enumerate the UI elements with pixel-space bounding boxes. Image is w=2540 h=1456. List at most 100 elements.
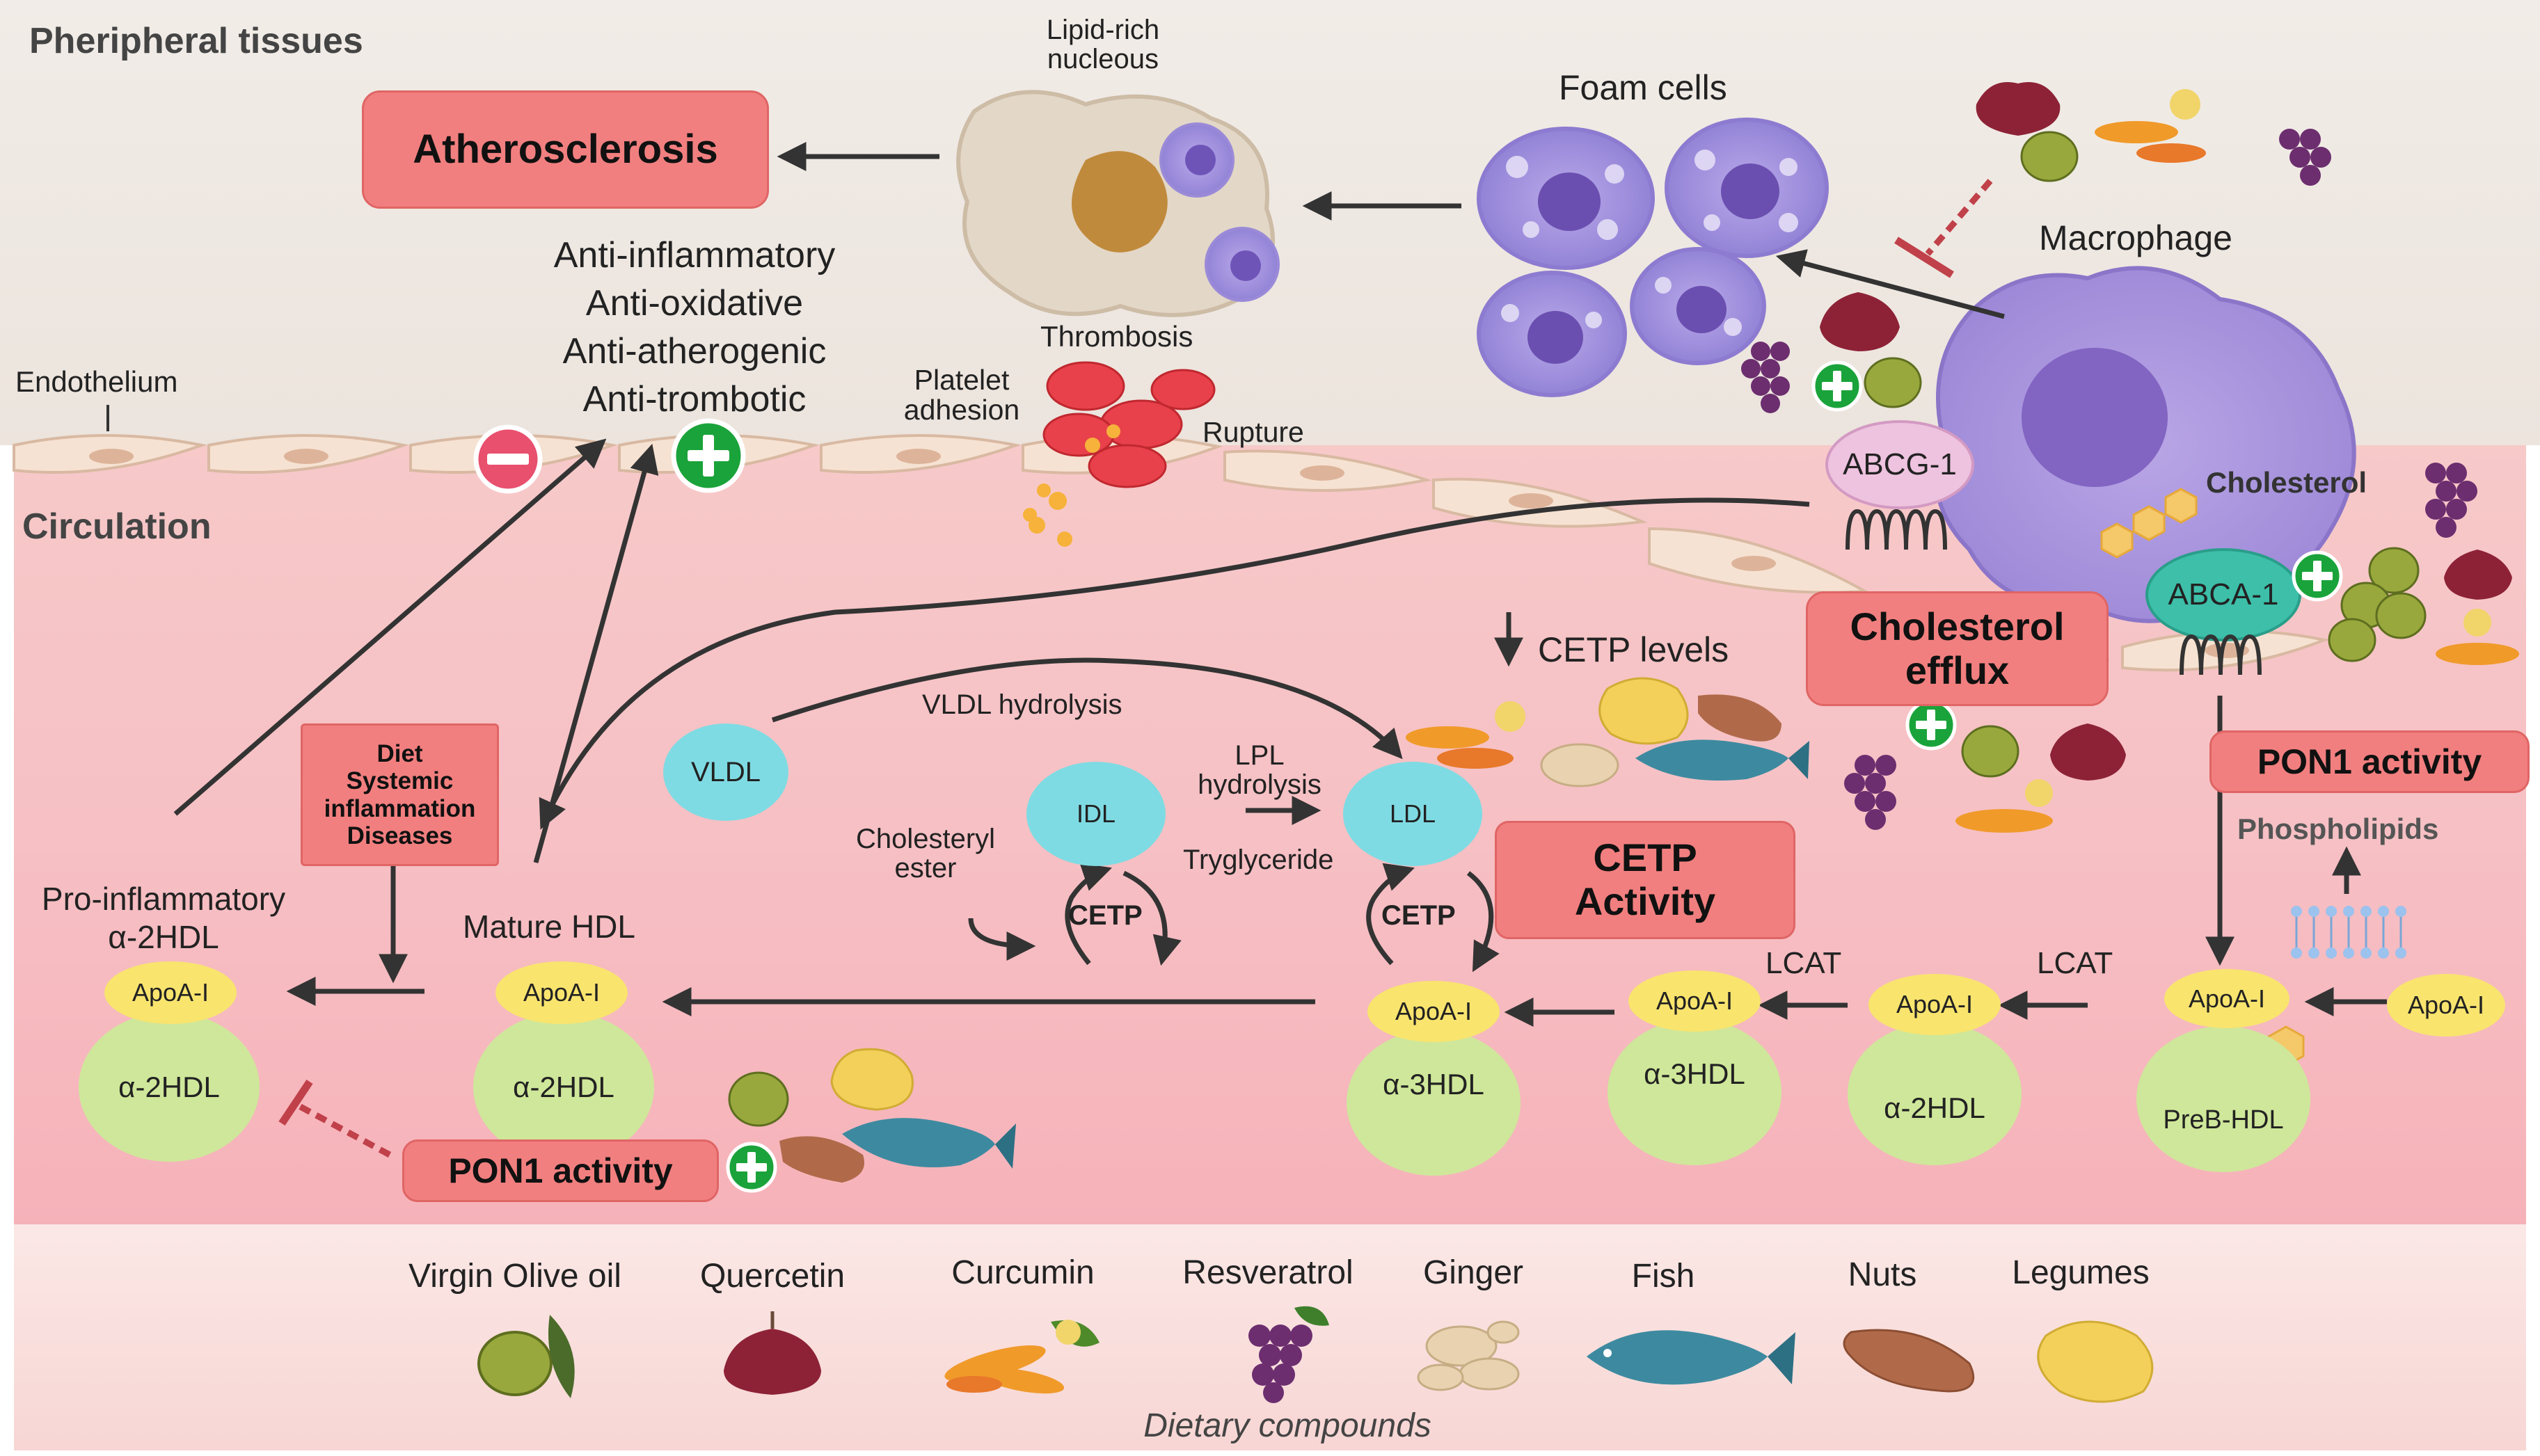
- ginger-icon: [1417, 1320, 1520, 1391]
- cholesteryl-line-2: ester: [894, 853, 957, 883]
- cholesterol-label: Cholesterol: [2206, 466, 2367, 499]
- lcat-label-1: LCAT: [1765, 946, 1842, 980]
- plus-badge-abca1: [2292, 550, 2343, 602]
- lipid-rich-line-1: Lipid-rich: [1046, 15, 1160, 45]
- cetp-activity-line-2: Activity: [1574, 879, 1716, 923]
- diet-item-resveratrol: Resveratrol: [1182, 1254, 1354, 1291]
- cholesterol-efflux-line-2: efflux: [1905, 648, 2010, 692]
- apoa-label: ApoA-I: [1656, 986, 1733, 1015]
- circulation-label: Circulation: [22, 506, 212, 547]
- lipid-rich-line-2: nucleous: [1047, 44, 1159, 74]
- alpha2-hdl-right-text: α-2HDL: [1884, 1091, 1985, 1124]
- preb-hdl-text: PreB-HDL: [2163, 1105, 2284, 1135]
- ldl-particle: LDL: [1343, 762, 1482, 866]
- flow-arrows: [173, 142, 2387, 1027]
- phospholipid-bilayer: [2295, 911, 2402, 953]
- pro-inflammatory-line-2: α-2HDL: [108, 919, 219, 956]
- lpl-line-1: LPL: [1235, 740, 1285, 771]
- peripheral-tissues-label: Pheripheral tissues: [29, 21, 363, 61]
- alpha3-hdl-right-text: α-3HDL: [1644, 1057, 1745, 1090]
- property-anti-trombotic: Anti-trombotic: [582, 379, 807, 420]
- cetp-levels-foods: [1406, 677, 1809, 787]
- property-anti-oxidative: Anti-oxidative: [585, 283, 804, 324]
- apoa-mature: ApoA-I: [495, 961, 628, 1024]
- foam-cells-label: Foam cells: [1559, 68, 1727, 107]
- abcg1-receptor: [1825, 420, 1974, 509]
- mature-hdl-particle: α-2HDL: [473, 1012, 654, 1162]
- abcg1-coil: [1846, 509, 1947, 550]
- minus-badge: [473, 424, 543, 494]
- alpha3-hdl-left-text: α-3HDL: [1383, 1068, 1484, 1101]
- mature-hdl-text: α-2HDL: [513, 1070, 614, 1103]
- diet-item-fish: Fish: [1631, 1258, 1695, 1295]
- pro-inflammatory-hdl-particle: α-2HDL: [79, 1012, 260, 1162]
- atherosclerosis-box: Atherosclerosis: [362, 90, 769, 209]
- vldl-hydrolysis-label: VLDL hydrolysis: [922, 689, 1122, 720]
- phospholipid-heads: [2291, 906, 2406, 959]
- atherosclerosis-text: Atherosclerosis: [413, 126, 718, 172]
- pon1-activity-right-box: PON1 activity: [2209, 730, 2530, 793]
- lpl-hydrolysis-label: LPL hydrolysis: [1198, 741, 1321, 799]
- free-apoa-label: ApoA-I: [2407, 991, 2485, 1019]
- apoa-label: ApoA-I: [1896, 990, 1974, 1018]
- top-right-foods: [1976, 82, 2331, 186]
- lipid-rich-label: Lipid-rich nucleous: [1047, 15, 1159, 74]
- lcat-label-2: LCAT: [2037, 946, 2113, 980]
- idl-particle: IDL: [1026, 762, 1166, 866]
- platelet-line-2: adhesion: [903, 394, 1020, 426]
- plus-badge-macrophage: [1811, 360, 1863, 412]
- alpha3-hdl-right-particle: α-3HDL: [1608, 1019, 1781, 1165]
- cholesteryl-ester-label: Cholesteryl ester: [856, 824, 995, 883]
- diet-item-virgin-olive-oil: Virgin Olive oil: [408, 1258, 621, 1295]
- inhibition-lines: [278, 179, 1993, 1158]
- cetp-left-label: CETP: [1068, 900, 1143, 931]
- lipid-rich-plaque: [956, 90, 1280, 317]
- diet-line-3: inflammation: [324, 794, 476, 822]
- apoa-alpha3-left: ApoA-I: [1367, 981, 1500, 1042]
- nut-icon: [1843, 1329, 1975, 1393]
- plus-badge-efflux: [1905, 699, 1957, 751]
- turmeric-icon: [944, 1320, 1100, 1394]
- apoa-pro-inflammatory: ApoA-I: [104, 961, 237, 1024]
- mature-hdl-label: Mature HDL: [463, 909, 635, 945]
- onion-icon: [724, 1311, 821, 1395]
- grape-icon: [1248, 1306, 1329, 1403]
- cetp-activity-box: CETP Activity: [1495, 821, 1795, 939]
- alpha2-hdl-right-particle: α-2HDL: [1848, 1023, 2022, 1165]
- macrophage-label: Macrophage: [2039, 218, 2232, 257]
- abcg1-label: ABCG-1: [1843, 447, 1957, 481]
- cholesterol-efflux-line-1: Cholesterol: [1850, 604, 2065, 648]
- cholesterol-efflux-box: Cholesterol efflux: [1806, 591, 2109, 706]
- tryglyceride-label: Tryglyceride: [1183, 845, 1334, 875]
- apoa-label: ApoA-I: [2188, 984, 2266, 1013]
- abca1-label: ABCA-1: [2168, 577, 2279, 611]
- diet-line-2: Systemic: [346, 767, 454, 795]
- apoa-label: ApoA-I: [132, 978, 209, 1007]
- diet-inflammation-box: Diet Systemic inflammation Diseases: [301, 723, 499, 866]
- pon1-activity-right-text: PON1 activity: [2257, 742, 2482, 781]
- platelets: [1023, 424, 1120, 547]
- free-apoa: ApoA-I: [2387, 974, 2505, 1037]
- cetp-activity-line-1: CETP: [1593, 835, 1697, 880]
- pro-inflammatory-line-1: Pro-inflammatory: [41, 881, 286, 917]
- cetp-right-label: CETP: [1381, 900, 1456, 931]
- rupture-label: Rupture: [1202, 416, 1304, 448]
- efflux-foods: [1844, 723, 2126, 833]
- plus-badge-properties: [671, 418, 746, 493]
- diet-item-quercetin: Quercetin: [699, 1258, 846, 1295]
- vldl-particle: VLDL: [663, 723, 788, 821]
- platelet-adhesion-label: Platelet adhesion: [904, 365, 1019, 425]
- cholesterol-right-foods: [2328, 463, 2519, 665]
- diet-item-legumes: Legumes: [2012, 1254, 2150, 1291]
- vldl-label: VLDL: [690, 756, 761, 787]
- cetp-levels-label: CETP levels: [1538, 630, 1729, 669]
- cholesterol-hexagons: [2100, 488, 2198, 559]
- pro-inflammatory-hdl-text: α-2HDL: [118, 1070, 220, 1103]
- dietary-compounds-caption: Dietary compounds: [1143, 1407, 1431, 1444]
- foam-cells: [1477, 118, 1829, 397]
- fish-icon: [1587, 1330, 1795, 1385]
- cholesteryl-line-1: Cholesteryl: [855, 824, 996, 854]
- preb-hdl-particle: PreB-HDL: [2136, 1026, 2310, 1172]
